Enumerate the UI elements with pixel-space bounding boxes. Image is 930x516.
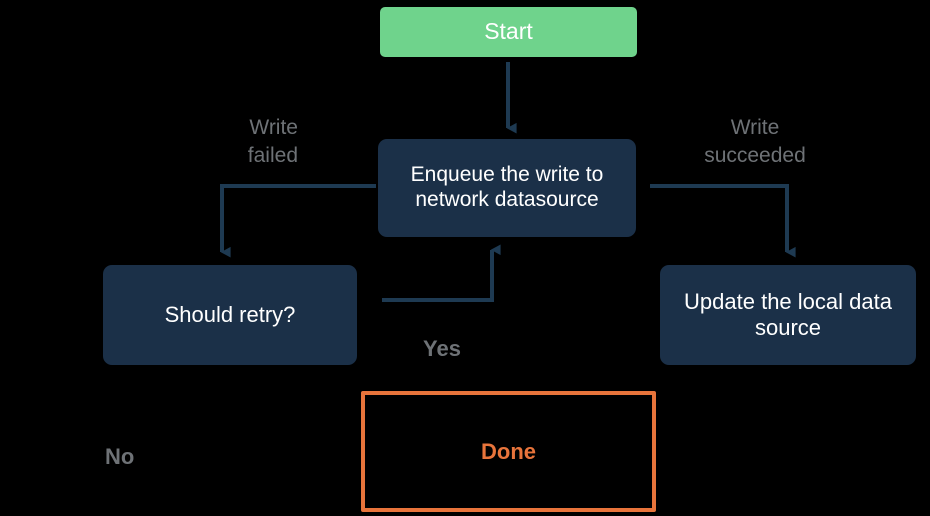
edge-label-write-failed: Write failed bbox=[247, 116, 298, 167]
node-start-label: Start bbox=[484, 18, 533, 45]
node-should-retry-label: Should retry? bbox=[164, 302, 296, 328]
node-done-label: Done bbox=[481, 438, 536, 464]
edge-label-yes: Yes bbox=[423, 336, 461, 361]
edge-label-no: No bbox=[105, 444, 135, 469]
node-update-local-data-source-label: Update the local data source bbox=[684, 289, 892, 340]
edge-process-to-decision bbox=[220, 184, 376, 258]
node-enqueue-write-label: Enqueue the write to network datasource bbox=[410, 163, 604, 211]
node-enqueue-write[interactable]: Enqueue the write to network datasource bbox=[378, 139, 636, 237]
node-should-retry[interactable]: Should retry? bbox=[103, 265, 357, 365]
node-start[interactable]: Start bbox=[380, 7, 637, 57]
node-update-local-data-source[interactable]: Update the local data source bbox=[660, 265, 916, 365]
node-done[interactable]: Done bbox=[361, 391, 656, 512]
edge-label-write-succeeded: Write succeeded bbox=[704, 116, 806, 167]
edge-process-to-update bbox=[650, 184, 796, 258]
edge-decision-to-process bbox=[382, 244, 501, 302]
